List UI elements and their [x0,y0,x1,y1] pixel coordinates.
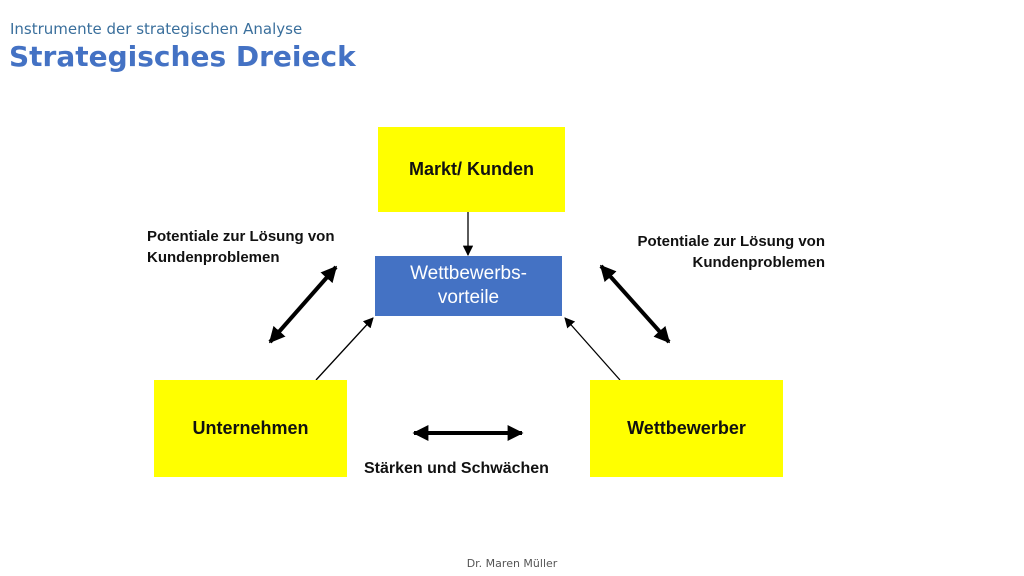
double-arrow-right [599,264,671,344]
competitive-advantage-label-line1: Wettbewerbs- [410,263,527,284]
footer-author: Dr. Maren Müller [466,557,558,570]
right-potential-label-line2: Kundenproblemen [692,254,825,271]
competitive-advantage-box: Wettbewerbs- vorteile [375,256,562,316]
slide-subtitle: Instrumente der strategischen Analyse [10,20,303,38]
right-potential-label-line1: Potentiale zur Lösung von [637,233,825,250]
slide-title: Strategisches Dreieck [9,40,356,73]
left-potential-label-line1: Potentiale zur Lösung von [147,228,335,245]
arrow-competitor-to-advantage [564,317,621,381]
arrow-company-to-advantage [315,317,374,381]
company-box: Unternehmen [154,380,347,477]
competitor-label: Wettbewerber [627,418,746,438]
left-potential-label: Potentiale zur Lösung von Kundenprobleme… [147,226,335,268]
company-label: Unternehmen [192,418,309,438]
market-customers-box: Markt/ Kunden [378,127,565,212]
market-customers-label: Markt/ Kunden [408,159,534,179]
competitor-box: Wettbewerber [590,380,783,477]
strengths-weaknesses-label: Stärken und Schwächen [364,460,549,477]
left-potential-label-line2: Kundenproblemen [147,249,280,266]
competitive-advantage-label-line2: vorteile [437,287,500,308]
double-arrow-left [268,265,338,344]
right-potential-label: Potentiale zur Lösung von Kundenprobleme… [637,231,825,273]
